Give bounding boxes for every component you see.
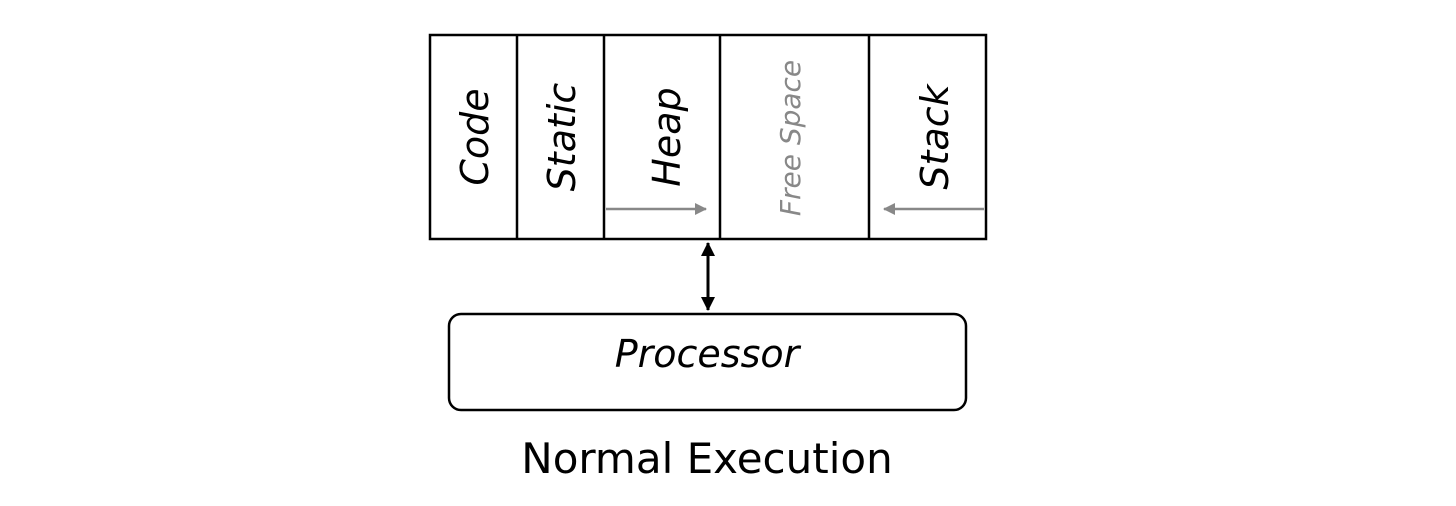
diagram-caption: Normal Execution [521, 434, 892, 483]
segment-label-code: Code [453, 88, 497, 185]
segment-label-stack: Stack [913, 82, 957, 189]
memory-block [428, 33, 988, 241]
segment-label-free-space: Free Space [774, 60, 807, 216]
segment-label-heap: Heap [645, 87, 689, 186]
processor-label: Processor [615, 332, 802, 376]
segment-label-static: Static [540, 83, 584, 192]
processor-box [447, 312, 968, 412]
